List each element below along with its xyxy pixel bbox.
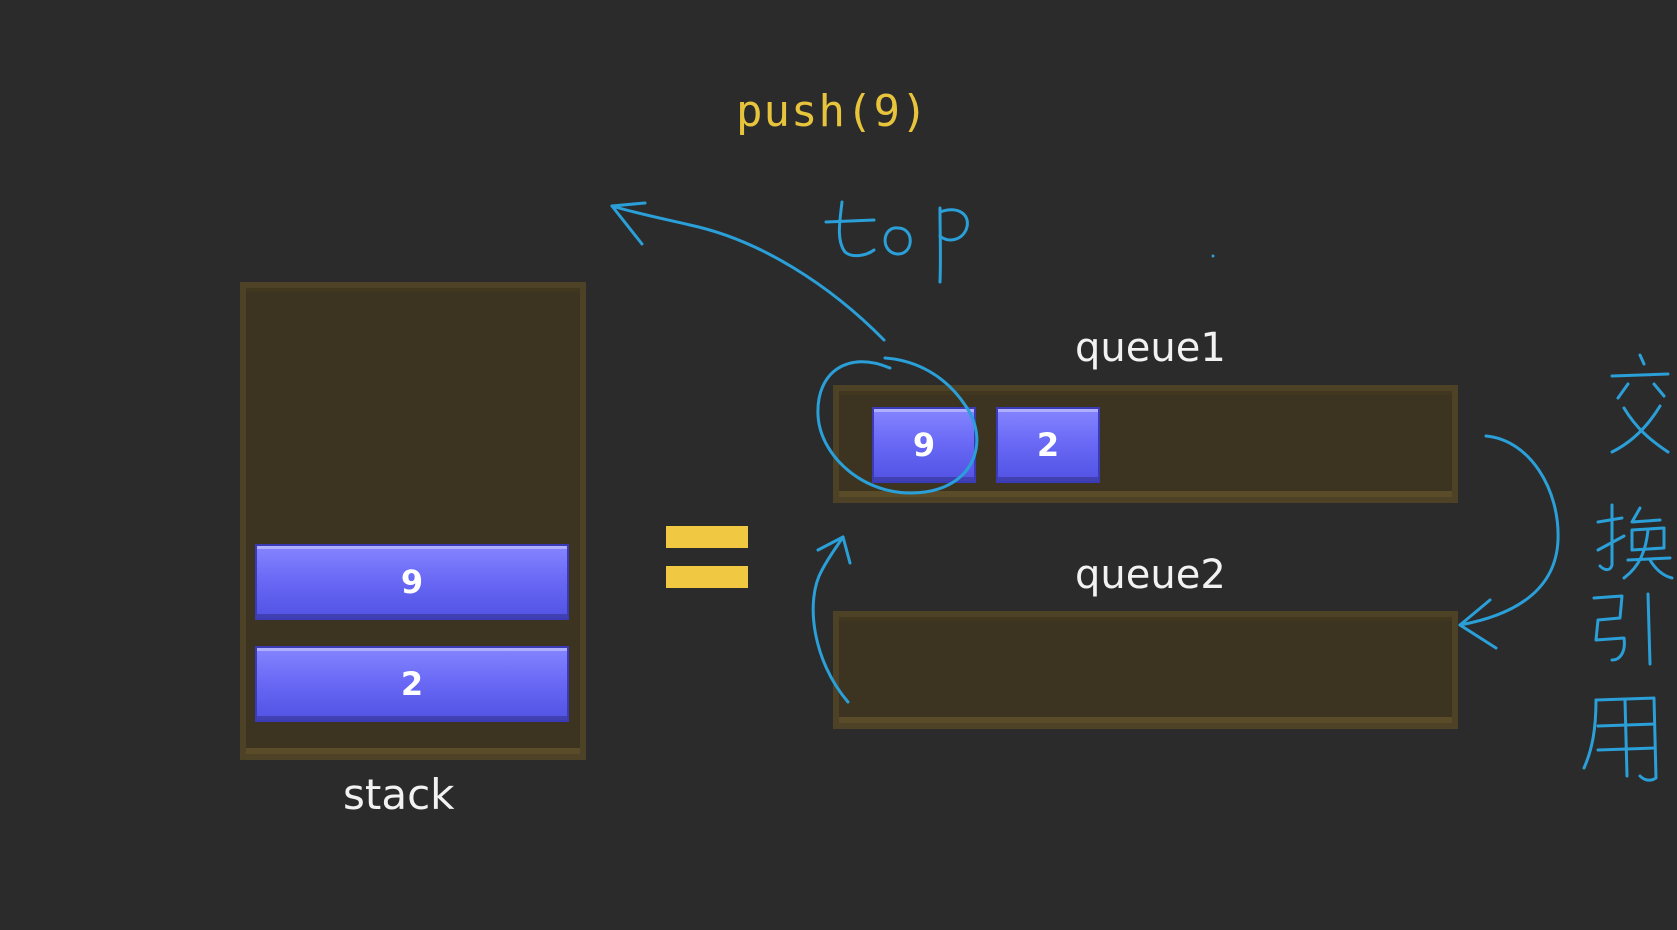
stack-block: 2 <box>255 646 569 722</box>
queue1-label: queue1 <box>1075 325 1226 371</box>
queue2-label: queue2 <box>1075 552 1226 598</box>
queue2-container <box>833 611 1458 729</box>
equals-sign-top-bar <box>666 526 748 548</box>
swap-arrow <box>1458 434 1560 650</box>
operation-title: push(9) <box>736 86 929 137</box>
stack-block: 9 <box>255 544 569 620</box>
top-handwriting <box>824 200 969 284</box>
queue1-block: 9 <box>872 407 976 483</box>
swap-handwriting <box>1582 353 1674 782</box>
top-arrow <box>610 201 886 342</box>
ink-dot <box>1211 254 1215 258</box>
stack-label: stack <box>343 770 455 819</box>
queue1-block: 2 <box>996 407 1100 483</box>
equals-sign-bottom-bar <box>666 566 748 588</box>
